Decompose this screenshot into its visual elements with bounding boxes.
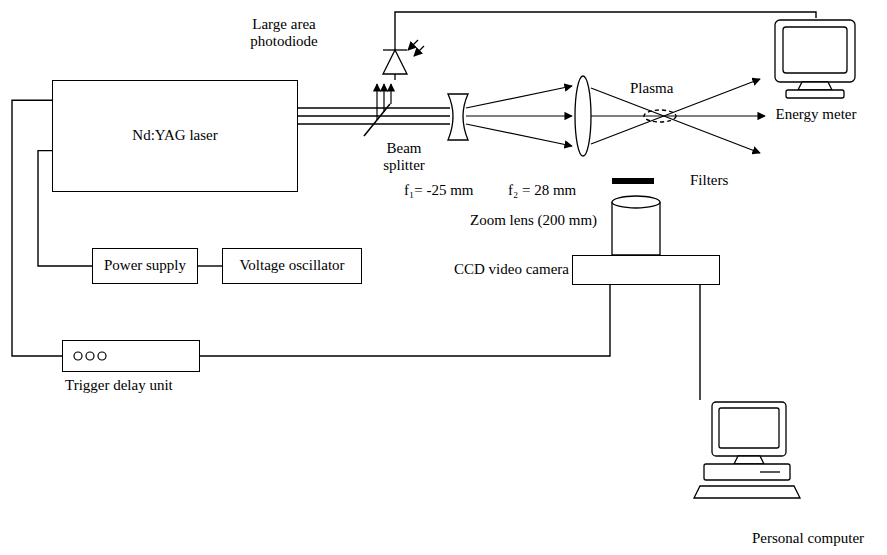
convex-lens (575, 76, 591, 156)
reflected-beam (377, 84, 391, 120)
part-label: Zoom lens (200 mm) (470, 212, 597, 229)
trigger-unit-box: Trigger delay unit (62, 340, 200, 372)
plasma-spark (644, 110, 676, 122)
concave-lens (448, 94, 468, 140)
signal-wire (395, 12, 816, 40)
photodiode: Large area photodiode (380, 40, 412, 82)
signal-wire (12, 100, 62, 356)
node-label: Energy meter (776, 106, 857, 123)
trigger-knobs (74, 352, 106, 360)
node-label: Large area photodiode (228, 16, 340, 51)
part-label: Beam splitter (372, 140, 436, 175)
oscillator-box: Voltage oscillator (222, 248, 362, 284)
camera-box: CCD video camera (572, 255, 720, 285)
zoom-lens (612, 196, 660, 255)
signal-wire (200, 285, 610, 356)
part-label: Filters (690, 172, 728, 189)
personal-computer-icon (694, 402, 800, 498)
photodiode-symbol (383, 40, 424, 80)
lens-focal-length: f₁= -25 mm (404, 182, 474, 199)
node-label: Power supply (104, 257, 186, 274)
computer: Personal computer (690, 400, 802, 500)
node-label: Nd:YAG laser (132, 127, 217, 144)
laser-beam (298, 108, 450, 124)
node-label: Voltage oscillator (239, 257, 344, 274)
signal-wire (699, 285, 700, 400)
signal-wire (38, 151, 92, 266)
energy-meter: Energy meter (772, 18, 860, 100)
power-supply-box: Power supply (92, 248, 198, 284)
laser-box: Nd:YAG laser (52, 80, 298, 192)
lens-focal-length: f₂ = 28 mm (508, 182, 576, 199)
node-label: Trigger delay unit (65, 377, 173, 394)
signal-wire (198, 265, 222, 266)
node-label: CCD video camera (454, 261, 569, 278)
part-label: Plasma (628, 80, 675, 97)
node-label: Personal computer (752, 530, 864, 547)
energy-meter-monitor (775, 20, 855, 98)
focused-rays (591, 79, 765, 153)
diverging-rays (466, 86, 572, 146)
filter-plate (612, 178, 654, 184)
